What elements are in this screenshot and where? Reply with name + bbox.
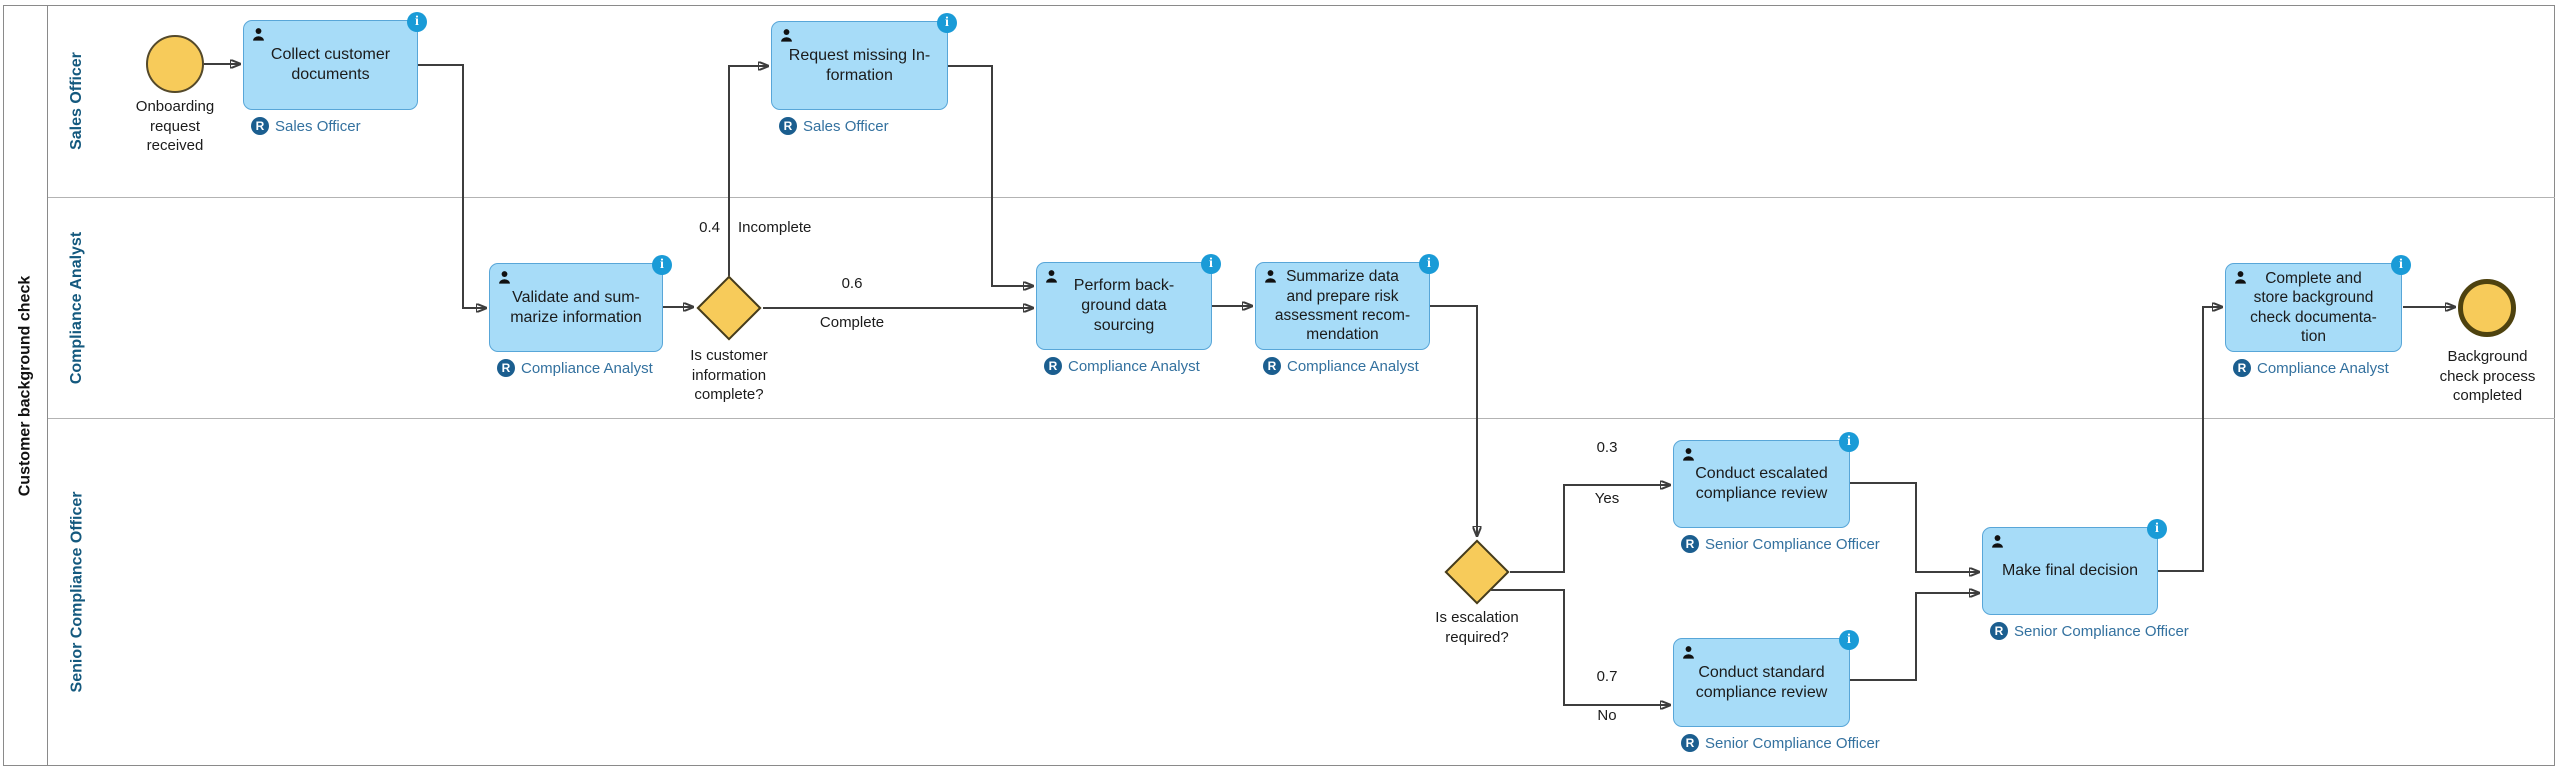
flow-label-yes: Yes — [1594, 490, 1620, 507]
end-event-label: Background check process completed — [2439, 348, 2536, 404]
gateway-label: Is customer information complete? — [690, 347, 768, 403]
start-event-onboarding-request-received[interactable] — [146, 35, 204, 93]
flow-label-no: No — [1597, 707, 1617, 724]
role-label: Compliance Analyst — [2257, 359, 2389, 377]
start-event-label: Onboarding request received — [135, 98, 215, 154]
role-badge-icon: R — [2233, 359, 2251, 377]
role-assignment: R Compliance Analyst — [1044, 357, 1200, 375]
flow-collect-to-validate[interactable] — [418, 64, 486, 308]
task-label: Validate and sum- marize information — [510, 288, 642, 326]
flow-escalated-to-final[interactable] — [1850, 482, 1979, 572]
info-icon[interactable]: i — [407, 12, 427, 32]
task-label: Summarize data and prepare risk assessme… — [1274, 268, 1411, 344]
task-validate-and-summarize-information[interactable]: i Validate and sum- marize information — [489, 255, 672, 352]
task-label: Perform back- ground data sourcing — [1073, 277, 1175, 334]
info-icon[interactable]: i — [2147, 519, 2167, 539]
task-label: Request missing In- formation — [788, 46, 931, 84]
role-label: Senior Compliance Officer — [1705, 535, 1880, 553]
role-assignment: R Compliance Analyst — [1263, 357, 1419, 375]
task-collect-customer-documents[interactable]: i Collect customer documents — [243, 12, 427, 110]
info-icon[interactable]: i — [652, 255, 672, 275]
user-task-icon — [779, 28, 794, 43]
flow-no-to-standard-review[interactable] — [1491, 589, 1670, 705]
gateway-label: Is escalation required? — [1435, 609, 1519, 646]
info-icon[interactable]: i — [2391, 255, 2411, 275]
role-assignment: R Senior Compliance Officer — [1681, 734, 1880, 752]
role-badge-icon: R — [1990, 622, 2008, 640]
task-complete-and-store-background-check-documentation[interactable]: i Complete and store background check do… — [2225, 255, 2411, 352]
role-assignment: R Compliance Analyst — [497, 359, 653, 377]
task-summarize-data-prepare-risk-assessment[interactable]: i Summarize data and prepare risk assess… — [1255, 254, 1439, 350]
flow-label-complete: Complete — [819, 314, 885, 331]
user-task-icon — [1044, 269, 1059, 284]
flow-label-incomplete-probability: 0.4 — [699, 219, 720, 236]
role-assignment: R Sales Officer — [251, 117, 361, 135]
task-make-final-decision[interactable]: i Make final decision — [1982, 519, 2167, 615]
task-conduct-escalated-compliance-review[interactable]: i Conduct escalated compliance review — [1673, 432, 1859, 528]
task-label: Make final decision — [2001, 562, 2139, 579]
end-event-background-check-process-completed[interactable] — [2458, 279, 2516, 337]
info-icon[interactable]: i — [1419, 254, 1439, 274]
info-icon[interactable]: i — [1839, 630, 1859, 650]
flow-label-complete-probability: 0.6 — [841, 275, 863, 292]
user-task-icon — [497, 270, 512, 285]
user-task-icon — [1990, 534, 2005, 549]
task-conduct-standard-compliance-review[interactable]: i Conduct standard compliance review — [1673, 630, 1859, 727]
role-badge-icon: R — [497, 359, 515, 377]
role-assignment: R Sales Officer — [779, 117, 889, 135]
flow-label-yes-probability: 0.3 — [1596, 439, 1618, 456]
role-badge-icon: R — [251, 117, 269, 135]
flow-request-to-perform[interactable] — [948, 65, 1033, 286]
lane-compliance-analyst — [48, 197, 2555, 418]
role-label: Sales Officer — [275, 117, 361, 135]
info-icon[interactable]: i — [1839, 432, 1859, 452]
role-assignment: R Senior Compliance Officer — [1990, 622, 2189, 640]
role-label: Sales Officer — [803, 117, 889, 135]
flow-summarize-to-escalation-gateway[interactable] — [1430, 305, 1477, 536]
user-task-icon — [1263, 269, 1278, 284]
role-label: Compliance Analyst — [521, 359, 653, 377]
flow-incomplete-to-request[interactable] — [728, 66, 768, 276]
user-task-icon — [1681, 645, 1696, 660]
role-badge-icon: R — [1681, 734, 1699, 752]
task-perform-background-data-sourcing[interactable]: i Perform back- ground data sourcing — [1036, 254, 1221, 350]
flow-standard-to-final[interactable] — [1850, 593, 1979, 681]
role-label: Compliance Analyst — [1068, 357, 1200, 375]
flow-label-no-probability: 0.7 — [1596, 668, 1618, 685]
user-task-icon — [1681, 447, 1696, 462]
task-label: Collect customer documents — [270, 46, 391, 83]
info-icon[interactable]: i — [937, 13, 957, 33]
role-badge-icon: R — [779, 117, 797, 135]
task-label: Conduct escalated compliance review — [1695, 465, 1828, 502]
task-label: Complete and store background check docu… — [2250, 269, 2377, 345]
task-label: Conduct standard compliance review — [1695, 663, 1828, 701]
role-label: Senior Compliance Officer — [1705, 734, 1880, 752]
task-request-missing-information[interactable]: i Request missing In- formation — [771, 13, 957, 110]
user-task-icon — [2233, 270, 2248, 285]
role-label: Compliance Analyst — [1287, 357, 1419, 375]
role-assignment: R Senior Compliance Officer — [1681, 535, 1880, 553]
info-icon[interactable]: i — [1201, 254, 1221, 274]
lane-senior-compliance-officer — [48, 418, 2555, 766]
flow-final-to-store[interactable] — [2158, 307, 2222, 572]
role-badge-icon: R — [1263, 357, 1281, 375]
flow-yes-to-escalated-review[interactable] — [1510, 485, 1670, 573]
flow-label-incomplete: Incomplete — [738, 219, 812, 236]
role-assignment: R Compliance Analyst — [2233, 359, 2389, 377]
role-badge-icon: R — [1681, 535, 1699, 553]
pool-header: Customer background check — [3, 5, 48, 766]
pool-customer-background-check — [3, 5, 2555, 766]
role-badge-icon: R — [1044, 357, 1062, 375]
user-task-icon — [251, 27, 266, 42]
role-label: Senior Compliance Officer — [2014, 622, 2189, 640]
